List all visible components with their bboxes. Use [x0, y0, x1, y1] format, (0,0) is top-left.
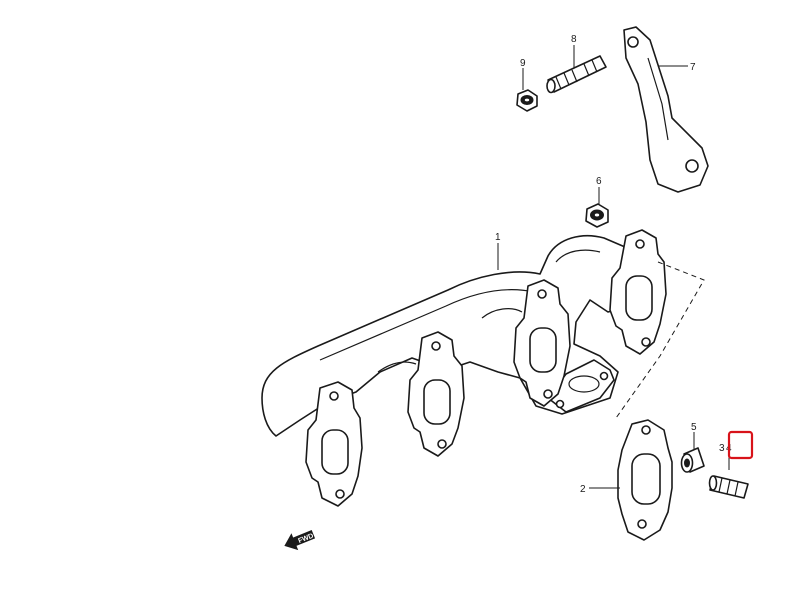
gasket-part-2[interactable]: [617, 419, 673, 541]
manifold-flange-2: [407, 331, 465, 457]
manifold-flange-1: [305, 381, 363, 507]
manifold-flange-4: [609, 229, 667, 355]
exhaust-manifold-part-1[interactable]: [261, 229, 667, 507]
bracket-part-7[interactable]: [623, 26, 709, 193]
callout-8[interactable]: 8: [571, 34, 577, 45]
nut-part-9[interactable]: [516, 89, 538, 112]
front-direction-mark: FWD: [284, 530, 316, 551]
nut-part-6[interactable]: [585, 203, 609, 228]
callout-6[interactable]: 6: [596, 176, 602, 187]
callout-7[interactable]: 7: [690, 62, 696, 73]
callout-4-highlight-box: [727, 430, 754, 460]
stud-part-8[interactable]: [546, 55, 607, 94]
stud-part-3[interactable]: [708, 475, 749, 499]
callout-1[interactable]: 1: [495, 232, 501, 243]
callout-5[interactable]: 5: [691, 422, 697, 433]
front-arrow-icon: [284, 530, 316, 551]
callout-9[interactable]: 9: [520, 58, 526, 69]
front-mark-label: FWD: [297, 533, 314, 545]
alignment-line: [615, 261, 705, 419]
spacer-part-5[interactable]: [680, 447, 705, 473]
callout-2[interactable]: 2: [580, 484, 586, 495]
callout-3[interactable]: 3: [719, 443, 725, 454]
manifold-flange-3: [513, 279, 571, 407]
